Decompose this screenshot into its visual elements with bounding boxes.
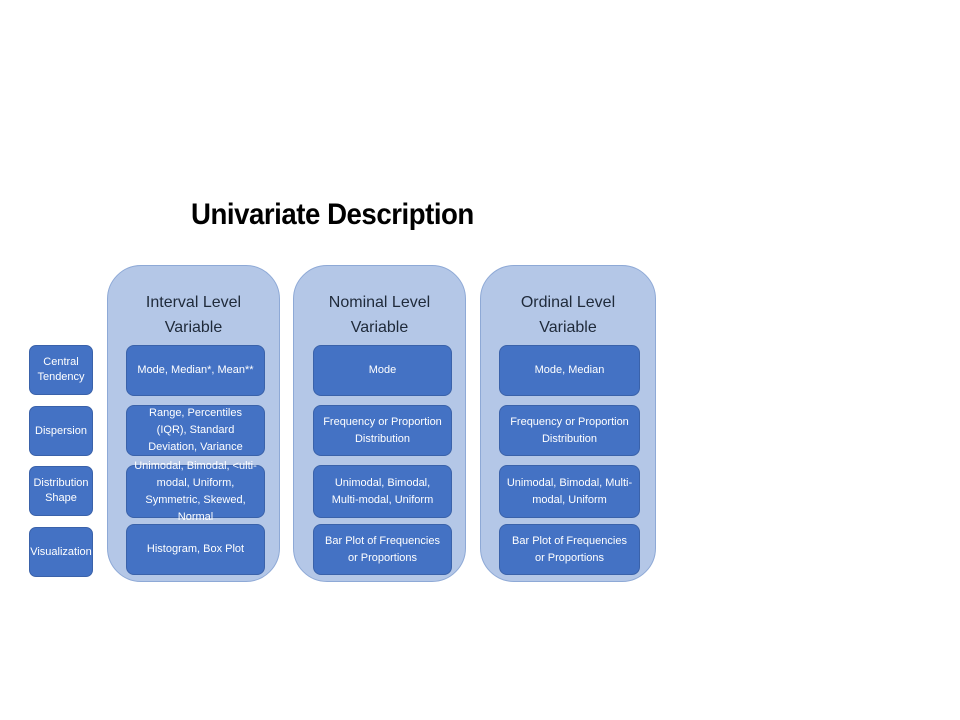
cell-dispersion: Frequency or Proportion Distribution — [499, 405, 640, 456]
cell-central-tendency: Mode, Median — [499, 345, 640, 396]
column-heading: Ordinal Level Variable — [481, 290, 655, 340]
column-heading-line1: Ordinal Level — [520, 294, 616, 311]
diagram-title: Univariate Description — [191, 198, 474, 231]
cell-dispersion: Range, Percentiles (IQR), Standard Devia… — [126, 405, 265, 456]
column-heading-line2: Variable — [350, 319, 409, 336]
row-label-visualization: Visualization — [29, 527, 93, 577]
cell-distribution-shape: Unimodal, Bimodal, <ulti-modal, Uniform,… — [126, 460, 265, 523]
column-heading-line1: Interval Level — [145, 294, 242, 311]
cell-visualization: Bar Plot of Frequencies or Proportions — [313, 524, 452, 575]
cell-distribution-shape: Unimodal, Bimodal, Multi-modal, Uniform — [499, 465, 640, 518]
cell-dispersion: Frequency or Proportion Distribution — [313, 405, 452, 456]
cell-distribution-shape: Unimodal, Bimodal, Multi-modal, Uniform — [313, 465, 452, 518]
column-interval-level: Interval Level Variable Mode, Median*, M… — [107, 265, 280, 582]
cell-visualization: Bar Plot of Frequencies or Proportions — [499, 524, 640, 575]
row-label-dispersion: Dispersion — [29, 406, 93, 456]
column-ordinal-level: Ordinal Level Variable Mode, Median Freq… — [480, 265, 656, 582]
column-heading-line2: Variable — [539, 319, 597, 336]
column-heading: Nominal Level Variable — [294, 290, 465, 340]
column-nominal-level: Nominal Level Variable Mode Frequency or… — [293, 265, 466, 582]
cell-visualization: Histogram, Box Plot — [126, 524, 265, 575]
column-heading-line2: Variable — [164, 319, 223, 336]
cell-central-tendency: Mode — [313, 345, 452, 396]
row-label-central-tendency: Central Tendency — [29, 345, 93, 395]
row-label-distribution-shape: Distribution Shape — [29, 466, 93, 516]
column-heading-line1: Nominal Level — [328, 294, 431, 311]
cell-central-tendency: Mode, Median*, Mean** — [126, 345, 265, 396]
column-heading: Interval Level Variable — [108, 290, 279, 340]
